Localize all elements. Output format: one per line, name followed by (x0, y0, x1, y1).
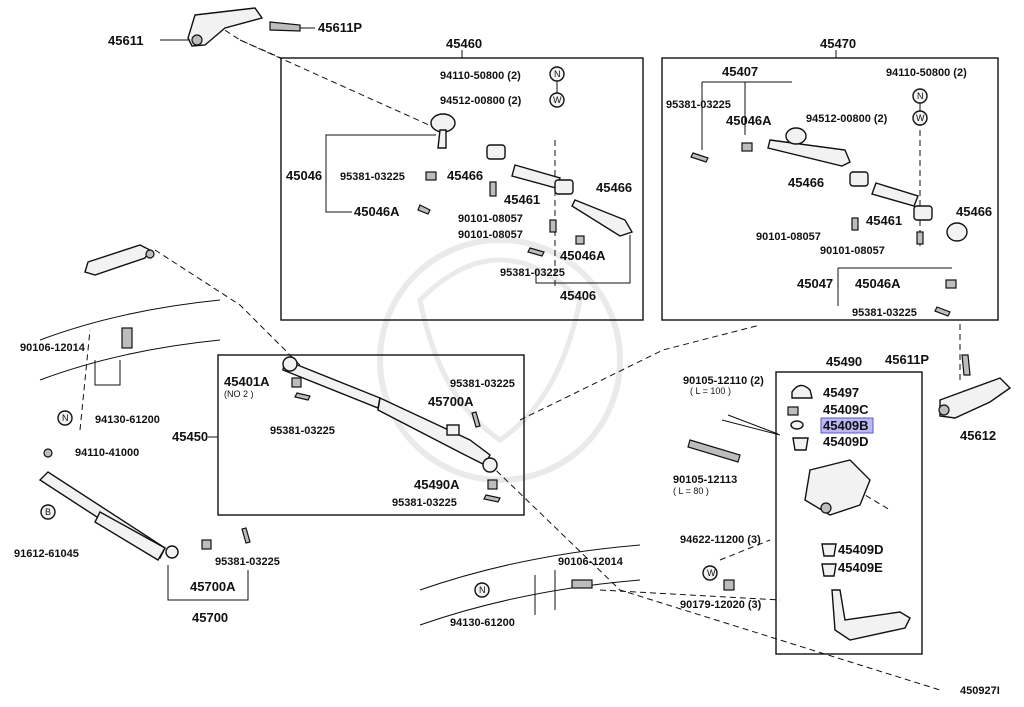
label-45046A-b: 45046A (560, 248, 606, 263)
frame-and-bracket-bottom (419, 544, 641, 626)
label-45612: 45612 (960, 428, 996, 443)
label-90101-d: 90101-08057 (820, 245, 885, 257)
label-45700: 45700 (192, 610, 228, 625)
badge-n-94130-bottom: N (479, 585, 486, 595)
label-45406: 45406 (560, 288, 596, 303)
label-95381-f: 95381-03225 (450, 378, 515, 390)
label-45409E: 45409E (838, 560, 883, 575)
label-90105-a: 90105-12110 (2) (683, 375, 764, 387)
label-94110-left: 94110-50800 (2) (440, 70, 521, 82)
label-45461-b: 45461 (866, 213, 902, 228)
label-95381-c: 95381-03225 (666, 99, 731, 111)
label-45046A-c: 45046A (726, 113, 772, 128)
label-95381-e: 95381-03225 (270, 425, 335, 437)
label-45401A: 45401A (224, 374, 270, 389)
label-45461-a: 45461 (504, 192, 540, 207)
tie-rod-assembly-45460-parts (417, 66, 634, 257)
label-45490A: 45490A (414, 477, 460, 492)
label-45611P-right: 45611P (885, 352, 929, 367)
label-94512-right: 94512-00800 (2) (806, 113, 888, 125)
label-94130-top: 94130-61200 (95, 414, 160, 426)
label-94130-bottom: 94130-61200 (450, 617, 515, 629)
label-45497: 45497 (823, 385, 859, 400)
tie-rod-assembly-45470-parts (690, 88, 968, 317)
label-45466-c: 45466 (788, 175, 824, 190)
label-45490: 45490 (826, 354, 862, 369)
label-94110-right: 94110-50800 (2) (886, 67, 967, 79)
label-45466-d: 45466 (956, 204, 992, 219)
label-45046: 45046 (286, 168, 322, 183)
label-90105-b: 90105-12113 (673, 474, 737, 486)
label-94512-left: 94512-00800 (2) (440, 95, 522, 107)
label-90106-top: 90106-12014 (20, 342, 86, 354)
label-91612: 91612-61045 (14, 548, 79, 560)
pitman-arm-45611 (160, 7, 315, 47)
label-90105-a-note: ( L = 100 ) (690, 386, 731, 396)
badge-b-91612: B (45, 507, 51, 517)
label-95381-g: 95381-03225 (392, 497, 457, 509)
badge-w-94622: W (707, 568, 716, 578)
badge-n-right: N (917, 91, 924, 101)
label-45466-b: 45466 (596, 180, 632, 195)
steering-damper-45700 (38, 448, 251, 601)
dashed-leader-lines (79, 13, 961, 691)
label-45460: 45460 (446, 36, 482, 51)
label-45700A-b: 45700A (190, 579, 236, 594)
label-90101-b: 90101-08057 (458, 229, 523, 241)
label-90101-a: 90101-08057 (458, 213, 523, 225)
label-45409D-b: 45409D (838, 542, 884, 557)
label-95381-b: 95381-03225 (500, 267, 565, 279)
label-45409B[interactable]: 45409B (823, 418, 869, 433)
label-45700A-a: 45700A (428, 394, 474, 409)
assembly-box-45490 (775, 371, 923, 655)
label-45611P-top: 45611P (318, 20, 362, 35)
label-90101-c: 90101-08057 (756, 231, 821, 243)
label-90179: 90179-12020 (3) (680, 599, 762, 611)
label-90106-bottom: 90106-12014 (558, 556, 624, 568)
watermark-emblem (377, 237, 623, 483)
label-45450: 45450 (172, 429, 208, 444)
pitman-arm-45612 (938, 354, 1012, 419)
idler-arm-45490-parts (687, 384, 911, 641)
relay-rod-45450 (282, 356, 501, 503)
badge-n-94130-top: N (62, 413, 69, 423)
diagram-id: 450927I (960, 685, 1000, 697)
badge-n-left: N (554, 69, 561, 79)
label-95381-h: 95381-03225 (215, 556, 280, 568)
label-45047: 45047 (797, 276, 833, 291)
badge-w-right: W (916, 113, 925, 123)
label-45466-a: 45466 (447, 168, 483, 183)
frame-and-bracket-left (39, 244, 221, 426)
label-45470: 45470 (820, 36, 856, 51)
assembly-box-45450 (217, 354, 525, 516)
label-45046A-d: 45046A (855, 276, 901, 291)
label-95381-a: 95381-03225 (340, 171, 405, 183)
highlight-45409B (820, 417, 874, 434)
label-90105-b-note: ( L = 80 ) (673, 486, 709, 496)
assembly-box-45470 (661, 57, 999, 321)
label-45409D-a: 45409D (823, 434, 869, 449)
label-45407: 45407 (722, 64, 758, 79)
badge-w-left: W (553, 95, 562, 105)
label-94622: 94622-11200 (3) (680, 534, 761, 546)
label-45611: 45611 (108, 33, 143, 48)
label-94110-41000: 94110-41000 (75, 447, 139, 459)
label-45409C: 45409C (823, 402, 869, 417)
label-45401A-note: (NO 2 ) (224, 389, 254, 399)
label-95381-d: 95381-03225 (852, 307, 917, 319)
label-45046A-a: 45046A (354, 204, 400, 219)
